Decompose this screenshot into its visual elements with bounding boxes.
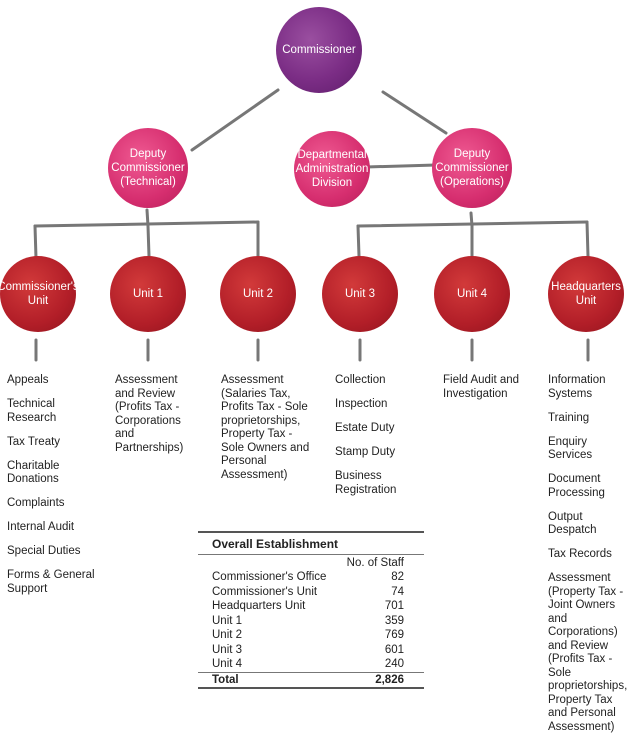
row-label: Unit 1: [212, 614, 243, 627]
duty-item: Estate Duty: [335, 422, 395, 434]
establishment-grid: No. of Staff Commissioner's Office 82 Co…: [198, 555, 424, 689]
commissioner-label: Commissioner: [282, 44, 356, 56]
connector-commissioner-technical: [190, 88, 280, 152]
row-label: Commissioner's Office: [212, 571, 327, 583]
connector-admin-operations: [364, 163, 438, 169]
deputy-commissioner-operations-node: Deputy Commissioner (Operations): [432, 128, 512, 208]
establishment-table: Overall Establishment No. of Staff Commi…: [198, 531, 424, 689]
unit-label: Headquarters Unit: [551, 281, 621, 307]
table-row: Unit 3 601: [198, 643, 424, 658]
duty-item: Complaints: [7, 497, 65, 509]
row-label: Unit 4: [212, 658, 243, 670]
row-value: 701: [384, 600, 404, 612]
table-row: Unit 1 359: [198, 614, 424, 629]
row-value: 601: [384, 643, 404, 656]
duty-item: Enquiry Services: [548, 435, 593, 462]
table-row: Commissioner's Unit 74: [198, 585, 424, 600]
connector-bus-hq: [585, 220, 590, 258]
row-value: 769: [384, 629, 404, 641]
duty-item: Appeals: [7, 374, 49, 386]
unit-1-node: Unit 1: [110, 256, 186, 332]
duty-item: Assessment (Property Tax - Joint Owners …: [548, 572, 628, 733]
duty-item: Business Registration: [335, 470, 397, 496]
duty-item: Tax Treaty: [7, 435, 61, 448]
duty-item: Field Audit and Investigation: [443, 374, 520, 400]
unit-label: Commissioner's Unit: [0, 281, 79, 307]
row-label: Headquarters Unit: [212, 600, 306, 612]
unit-1-duties: Assessment and Review (Profits Tax - Cor…: [115, 374, 199, 466]
connector-operations-stem: [469, 211, 474, 228]
total-label: Total: [198, 671, 340, 689]
duty-item: Assessment (Salaries Tax, Profits Tax - …: [221, 374, 310, 481]
connector-bus-commissioners-unit: [33, 224, 38, 260]
unit-3-duties: Collection Inspection Estate Duty Stamp …: [335, 374, 425, 508]
row-value: 82: [391, 571, 404, 583]
duty-item: Inspection: [335, 398, 388, 410]
table-header-row: No. of Staff: [198, 555, 424, 571]
duty-item: Training: [548, 411, 590, 424]
commissioners-unit-duties: Appeals Technical Research Tax Treaty Ch…: [7, 374, 107, 607]
duty-item: Assessment and Review (Profits Tax - Cor…: [115, 374, 184, 454]
duty-item: Internal Audit: [7, 521, 75, 533]
admin-division-label: Departmental Administration Division: [295, 149, 369, 189]
duty-item: Stamp Duty: [335, 446, 396, 458]
row-label: Unit 3: [212, 643, 243, 656]
row-value: 359: [384, 614, 404, 627]
row-label: Commissioner's Unit: [212, 585, 318, 598]
unit-2-duties: Assessment (Salaries Tax, Profits Tax - …: [221, 374, 315, 493]
unit-label: Unit 2: [242, 288, 274, 300]
table-row: Headquarters Unit 701: [198, 599, 424, 614]
connector-technical-stem: [145, 208, 150, 228]
connector-bus-unit3: [356, 224, 361, 258]
connector-lines: [33, 88, 590, 362]
row-label: Unit 2: [212, 629, 243, 641]
connector-commissioner-operations: [381, 90, 448, 135]
total-value: 2,826: [339, 671, 424, 689]
unit-4-duties: Field Audit and Investigation: [443, 374, 533, 412]
headquarters-unit-node: Headquarters Unit: [548, 256, 624, 332]
deputy-operations-label: Deputy Commissioner (Operations): [435, 148, 509, 188]
unit-4-node: Unit 4: [434, 256, 510, 332]
unit-label: Unit 4: [456, 288, 488, 300]
departmental-administration-node: Departmental Administration Division: [294, 131, 370, 207]
commissioners-unit-node: Commissioner's Unit: [0, 256, 79, 332]
duty-item: Collection: [335, 374, 386, 386]
column-header: No. of Staff: [346, 556, 404, 569]
establishment-title: Overall Establishment: [198, 531, 424, 555]
table-row: Unit 4 240: [198, 657, 424, 672]
duty-item: Forms & General Support: [7, 569, 95, 595]
commissioner-node: Commissioner: [276, 7, 362, 93]
headquarters-unit-duties: Information Systems Training Enquiry Ser…: [548, 374, 630, 745]
duty-item: Output Despatch: [548, 510, 597, 537]
connector-bus-unit1: [146, 224, 151, 258]
deputy-commissioner-technical-node: Deputy Commissioner (Technical): [108, 128, 188, 208]
unit-2-node: Unit 2: [220, 256, 296, 332]
row-value: 240: [384, 658, 404, 670]
duty-item: Charitable Donations: [7, 459, 60, 486]
table-row: Unit 2 769: [198, 628, 424, 643]
unit-label: Unit 3: [344, 288, 376, 300]
duty-item: Special Duties: [7, 545, 81, 557]
unit-label: Unit 1: [132, 288, 164, 300]
row-value: 74: [391, 585, 404, 598]
total-row: Total 2,826: [198, 671, 424, 689]
unit-3-node: Unit 3: [322, 256, 398, 332]
duty-item: Information Systems: [548, 374, 606, 400]
table-row: Commissioner's Office 82: [198, 570, 424, 585]
duty-item: Tax Records: [548, 548, 612, 560]
duty-item: Document Processing: [548, 473, 605, 499]
duty-item: Technical Research: [7, 398, 57, 424]
deputy-technical-label: Deputy Commissioner (Technical): [111, 148, 185, 188]
